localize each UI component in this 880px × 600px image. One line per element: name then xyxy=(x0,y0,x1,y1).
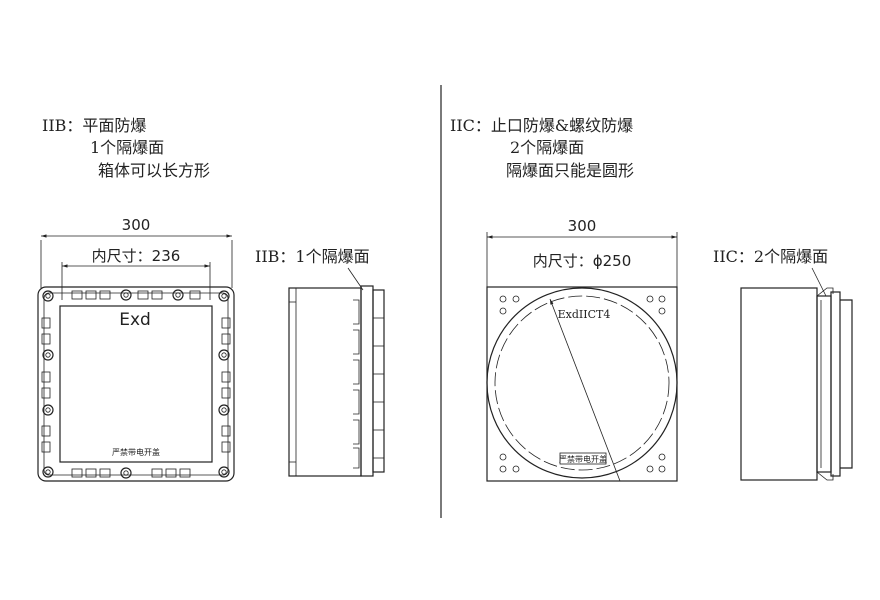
left-side-label: IIB：1个隔爆面 xyxy=(255,247,370,266)
diameter-line xyxy=(549,298,621,482)
right-side-label: IIC：2个隔爆面 xyxy=(713,247,828,266)
top-ribs xyxy=(41,290,231,478)
right-front-view: 300 内尺寸：ϕ250 ExdIICT4 严禁带电开盖 xyxy=(486,217,678,482)
exd-label: Exd xyxy=(119,310,151,330)
exd-mark: ExdIICT4 xyxy=(558,308,611,321)
corner-bolts xyxy=(499,295,666,473)
left-side-view: IIB：1个隔爆面 xyxy=(255,247,385,477)
box-inner xyxy=(59,305,213,463)
left-front-view: 300 内尺寸：236 xyxy=(37,216,235,482)
box-outer xyxy=(37,286,235,482)
box-flange xyxy=(43,292,229,476)
right-heading: IIC：止口防爆&螺纹防爆 xyxy=(450,116,633,135)
right-inner-dim: 内尺寸：ϕ250 xyxy=(533,252,632,270)
left-heading: IIB：平面防爆 xyxy=(42,116,146,135)
round-cover-outer xyxy=(486,287,678,479)
r-side-body xyxy=(740,287,818,481)
right-line2: 2个隔爆面 xyxy=(510,138,584,157)
left-line3: 箱体可以长方形 xyxy=(98,161,210,180)
left-warning-plate: 严禁带电开盖 xyxy=(112,447,160,457)
r-side-spigot xyxy=(816,295,832,473)
r-side-cover xyxy=(830,291,841,477)
flange-bolts xyxy=(42,289,230,479)
r-side-lid xyxy=(840,299,853,469)
right-side-view: IIC：2个隔爆面 xyxy=(713,247,853,481)
left-line2: 1个隔爆面 xyxy=(90,138,164,157)
side-lid xyxy=(372,289,385,473)
left-inner-dim: 内尺寸：236 xyxy=(92,247,181,265)
right-width-dim: 300 xyxy=(568,217,597,235)
right-warning-plate: 严禁带电开盖 xyxy=(559,454,607,464)
right-line3: 隔爆面只能是圆形 xyxy=(506,161,634,180)
left-width-dim: 300 xyxy=(122,216,151,234)
side-cover xyxy=(360,285,374,477)
right-warning-plate-frame xyxy=(559,452,607,465)
round-cover-inner xyxy=(494,295,670,471)
side-body xyxy=(288,287,362,477)
right-leader-line xyxy=(811,267,827,297)
